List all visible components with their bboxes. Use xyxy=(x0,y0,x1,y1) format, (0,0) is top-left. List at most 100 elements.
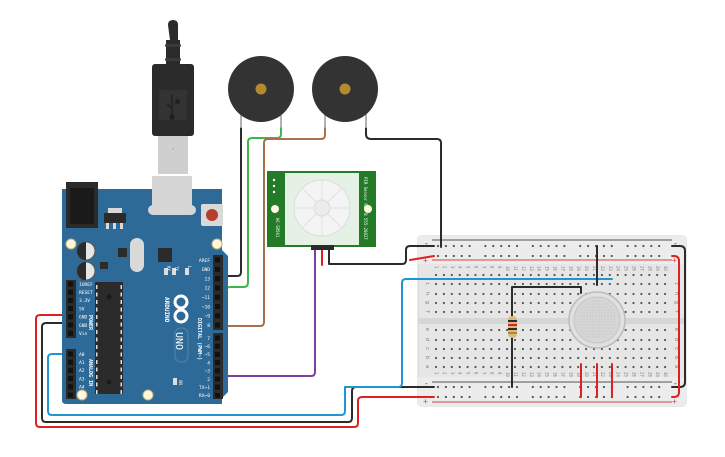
breadboard-hole[interactable] xyxy=(656,282,659,286)
breadboard-hole[interactable] xyxy=(506,338,509,342)
breadboard-hole[interactable] xyxy=(490,356,493,360)
breadboard-hole[interactable] xyxy=(640,328,643,332)
breadboard-hole[interactable] xyxy=(521,301,525,305)
rail-hole[interactable] xyxy=(642,385,645,389)
breadboard-hole[interactable] xyxy=(561,292,564,296)
breadboard-hole[interactable] xyxy=(474,301,477,305)
digital-pin[interactable] xyxy=(215,294,220,300)
breadboard-hole[interactable] xyxy=(569,273,572,277)
rail-hole[interactable] xyxy=(587,244,590,248)
rail-hole[interactable] xyxy=(547,395,550,399)
rail-hole[interactable] xyxy=(500,385,503,389)
breadboard-hole[interactable] xyxy=(569,365,572,369)
wire-buzzer2-to-breadboard-minus[interactable] xyxy=(365,127,442,248)
breadboard-hole[interactable] xyxy=(545,328,548,332)
digital-pin[interactable] xyxy=(215,376,220,382)
digital-pin[interactable] xyxy=(215,392,220,398)
rail-hole[interactable] xyxy=(492,244,495,248)
rail-hole[interactable] xyxy=(602,385,606,389)
breadboard-hole[interactable] xyxy=(442,365,445,369)
breadboard-hole[interactable] xyxy=(434,338,438,342)
breadboard-hole[interactable] xyxy=(577,273,580,277)
breadboard-hole[interactable] xyxy=(537,356,540,360)
breadboard-hole[interactable] xyxy=(506,356,509,360)
breadboard-hole[interactable] xyxy=(608,356,611,360)
breadboard-hole[interactable] xyxy=(664,310,667,314)
breadboard-hole[interactable] xyxy=(624,292,627,296)
breadboard-hole[interactable] xyxy=(506,347,509,351)
breadboard-hole[interactable] xyxy=(624,273,627,277)
breadboard-hole[interactable] xyxy=(561,301,564,305)
breadboard-hole[interactable] xyxy=(466,273,469,277)
breadboard-hole[interactable] xyxy=(569,292,572,296)
wire-gnd-to-buzzer1[interactable] xyxy=(221,127,242,277)
breadboard-hole[interactable] xyxy=(577,292,580,296)
breadboard-hole[interactable] xyxy=(569,282,572,286)
rail-hole[interactable] xyxy=(626,244,629,248)
rail-hole[interactable] xyxy=(650,244,653,248)
rail-hole[interactable] xyxy=(555,244,558,248)
breadboard-hole[interactable] xyxy=(498,301,501,305)
rail-hole[interactable] xyxy=(444,385,447,389)
breadboard-hole[interactable] xyxy=(513,273,517,277)
breadboard-hole[interactable] xyxy=(482,347,485,351)
breadboard-hole[interactable] xyxy=(450,292,453,296)
rail-hole[interactable] xyxy=(515,395,519,399)
power-pin[interactable] xyxy=(68,297,73,303)
analog-pin[interactable] xyxy=(68,367,73,373)
breadboard-hole[interactable] xyxy=(513,292,517,296)
breadboard-hole[interactable] xyxy=(561,365,564,369)
breadboard-hole[interactable] xyxy=(624,282,627,286)
breadboard-hole[interactable] xyxy=(600,365,604,369)
breadboard-hole[interactable] xyxy=(632,328,635,332)
rail-hole[interactable] xyxy=(452,395,455,399)
breadboard-hole[interactable] xyxy=(529,310,532,314)
breadboard-hole[interactable] xyxy=(656,365,659,369)
breadboard-hole[interactable] xyxy=(490,292,493,296)
breadboard-hole[interactable] xyxy=(664,282,667,286)
breadboard-hole[interactable] xyxy=(474,328,477,332)
breadboard-hole[interactable] xyxy=(664,338,667,342)
rail-hole[interactable] xyxy=(547,385,550,389)
breadboard-hole[interactable] xyxy=(513,301,517,305)
analog-pin[interactable] xyxy=(68,359,73,365)
breadboard-hole[interactable] xyxy=(521,273,525,277)
digital-pin[interactable] xyxy=(215,384,220,390)
rail-hole[interactable] xyxy=(515,244,519,248)
breadboard-hole[interactable] xyxy=(648,328,651,332)
breadboard-hole[interactable] xyxy=(521,310,525,314)
breadboard-hole[interactable] xyxy=(490,365,493,369)
rail-hole[interactable] xyxy=(515,254,519,258)
breadboard-hole[interactable] xyxy=(490,328,493,332)
breadboard-hole[interactable] xyxy=(458,347,461,351)
breadboard-hole[interactable] xyxy=(553,292,556,296)
breadboard-hole[interactable] xyxy=(506,273,509,277)
digital-pin[interactable] xyxy=(215,351,220,357)
wire-pin2-to-pir[interactable] xyxy=(221,248,316,377)
breadboard-hole[interactable] xyxy=(474,347,477,351)
digital-pin[interactable] xyxy=(215,368,220,374)
breadboard-hole[interactable] xyxy=(656,356,659,360)
breadboard-hole[interactable] xyxy=(648,338,651,342)
breadboard-hole[interactable] xyxy=(624,365,627,369)
breadboard-hole[interactable] xyxy=(608,282,611,286)
rail-hole[interactable] xyxy=(634,395,637,399)
rail-hole[interactable] xyxy=(444,244,447,248)
breadboard-hole[interactable] xyxy=(458,282,461,286)
rail-hole[interactable] xyxy=(642,244,645,248)
wire-gnd-to-breadboard-minus[interactable] xyxy=(41,322,435,423)
rail-hole[interactable] xyxy=(460,254,463,258)
digital-pin[interactable] xyxy=(215,322,220,328)
breadboard-hole[interactable] xyxy=(529,273,532,277)
breadboard-hole[interactable] xyxy=(482,292,485,296)
breadboard-hole[interactable] xyxy=(450,356,453,360)
breadboard-hole[interactable] xyxy=(561,356,564,360)
breadboard-hole[interactable] xyxy=(529,347,532,351)
breadboard-hole[interactable] xyxy=(640,273,643,277)
breadboard-hole[interactable] xyxy=(577,347,580,351)
breadboard-hole[interactable] xyxy=(490,310,493,314)
breadboard-hole[interactable] xyxy=(442,328,445,332)
breadboard-hole[interactable] xyxy=(664,273,667,277)
digital-pin[interactable] xyxy=(215,304,220,309)
rail-hole[interactable] xyxy=(547,244,550,248)
